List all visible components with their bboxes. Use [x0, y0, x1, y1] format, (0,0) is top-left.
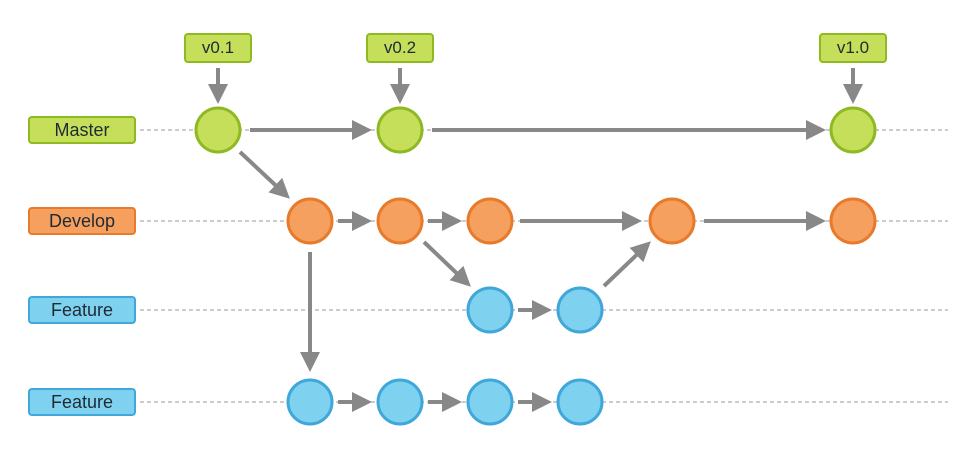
tag-v1-0: v1.0: [819, 33, 887, 63]
develop-commit-5: [829, 197, 877, 245]
feature-a-commit-1: [466, 286, 514, 334]
develop-commit-4: [648, 197, 696, 245]
develop-commit-3: [466, 197, 514, 245]
develop-commit-1: [286, 197, 334, 245]
feature-b-commit-4: [556, 378, 604, 426]
feature-a-commit-2: [556, 286, 604, 334]
feature-a-to-develop-arrow: [602, 241, 651, 288]
feature-b-commit-3: [466, 378, 514, 426]
lane-label-feature-a: Feature: [28, 296, 136, 324]
master-commit-3: [829, 106, 877, 154]
master-commit-2: [376, 106, 424, 154]
master-commit-1: [194, 106, 242, 154]
develop-commit-2: [376, 197, 424, 245]
feature-b-commit-1: [286, 378, 334, 426]
lane-label-feature-b: Feature: [28, 388, 136, 416]
lane-label-develop: Develop: [28, 207, 136, 235]
lane-label-master: Master: [28, 116, 136, 144]
develop-to-feature-a-arrow: [422, 240, 471, 287]
master-to-develop-arrow: [238, 150, 290, 199]
tag-v0-1: v0.1: [184, 33, 252, 63]
feature-b-commit-2: [376, 378, 424, 426]
tag-v0-2: v0.2: [366, 33, 434, 63]
